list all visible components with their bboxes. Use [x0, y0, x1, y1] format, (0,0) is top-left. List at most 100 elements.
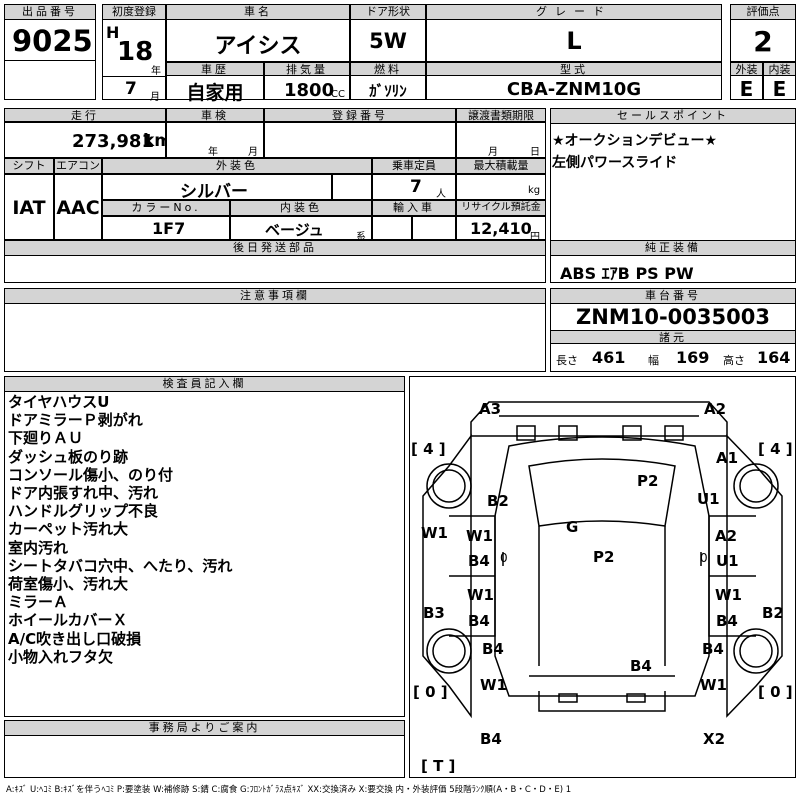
registration-month: 7 — [125, 79, 137, 99]
registration-year-unit: 年 — [151, 66, 161, 77]
notes-header: 注意事項欄 — [4, 288, 546, 304]
displacement-unit: CC — [331, 89, 345, 100]
mileage-unit: km — [143, 131, 173, 151]
diagram-label: B3 — [423, 604, 445, 622]
shift-header: シフト — [4, 158, 54, 174]
inspection-year-unit: 年 — [208, 147, 218, 158]
inspector-remarks-box — [4, 376, 405, 717]
usage-history: 自家用 — [186, 82, 244, 104]
length-label: 長さ — [556, 354, 578, 367]
sales-point-header: セールスポイント — [550, 108, 796, 124]
diagram-label: U1 — [716, 552, 739, 570]
remark-item: タイヤハウスU — [8, 393, 110, 411]
displacement: 1800 — [284, 80, 335, 101]
import-cell-b — [412, 216, 456, 240]
seating-capacity: 7 — [410, 177, 422, 197]
diagram-label: [ 0 ] — [413, 683, 448, 701]
inspector-remarks-header: 検査員記入欄 — [4, 376, 405, 392]
remark-item: ハンドルグリップ不良 — [8, 502, 159, 521]
diagram-label: B4 — [482, 640, 504, 658]
max-load-header: 最大積載量 — [456, 158, 546, 174]
import-cell-a — [372, 216, 412, 240]
remark-item: シートタバコ穴中、へたり、汚れ — [8, 556, 233, 575]
aircon-type: AAC — [56, 197, 100, 219]
car-name-header: 車名 — [166, 4, 350, 20]
diagram-label: B2 — [487, 492, 509, 510]
specs-header: 諸元 — [550, 330, 796, 344]
genuine-equipment-header: 純正装備 — [550, 240, 796, 256]
model-header: 型式 — [426, 62, 722, 76]
diagram-label: W1 — [700, 676, 727, 694]
remark-item: 下廻りＡＵ — [8, 429, 84, 448]
remark-item: コンソール傷小、のり付 — [8, 465, 174, 484]
diagram-label: [ T ] — [421, 757, 456, 775]
height-value: 164 — [757, 348, 791, 367]
aircon-cell — [54, 174, 102, 240]
registration-number-cell — [264, 122, 456, 158]
remark-item: ミラーＡ — [8, 593, 69, 612]
remark-item: 室内汚れ — [8, 538, 69, 557]
history-header: 車歴 — [166, 62, 264, 76]
width-label: 幅 — [648, 354, 659, 367]
interior-color-suffix: 系 — [356, 232, 366, 243]
capacity-header: 乗車定員 — [372, 158, 456, 174]
diagram-label: 0 — [700, 551, 708, 565]
diagram-label: W1 — [715, 586, 742, 604]
aircon-header: エアコン — [54, 158, 102, 174]
lot-number: 9025 — [12, 24, 93, 58]
chassis-header: 車台番号 — [550, 288, 796, 304]
max-load-cell — [456, 174, 546, 200]
damage-legend: A:ｷｽﾞ U:ﾍｺﾐ B:ｷｽﾞを伴うﾍｺﾐ P:要塗装 W:補修跡 S:錆 … — [6, 785, 572, 795]
remark-item: カーペット汚れ大 — [8, 520, 129, 539]
remark-item: 小物入れフタ欠 — [8, 647, 114, 666]
remark-item: ドア内張すれ中、汚れ — [8, 484, 159, 503]
displacement-header: 排気量 — [264, 62, 350, 76]
genuine-equipment: ABS ｴｱB PS PW — [560, 264, 694, 283]
inspection-header: 車検 — [166, 108, 264, 122]
diagram-label: A2 — [715, 527, 738, 545]
diagram-label: W1 — [466, 527, 493, 545]
diagram-label: X2 — [703, 730, 726, 748]
diagram-label: P2 — [637, 472, 659, 490]
remark-item: A/C吹き出し口破損 — [8, 629, 142, 648]
diagram-label: A3 — [479, 400, 502, 418]
interior-grade: E — [772, 77, 787, 101]
grade-header: グレード — [426, 4, 722, 20]
width-value: 169 — [676, 348, 710, 367]
remark-item: ホイールカバーＸ — [8, 611, 128, 630]
length-value: 461 — [592, 348, 626, 367]
transfer-deadline-header: 譲渡書類期限 — [456, 108, 546, 122]
diagram-label: W1 — [467, 586, 494, 604]
color-number-header: カラーNo. — [102, 200, 230, 216]
diagram-label: A1 — [716, 449, 739, 467]
diagram-label: [ 4 ] — [411, 440, 446, 458]
diagram-label: W1 — [480, 676, 507, 694]
interior-color: ベージュ — [265, 221, 324, 239]
exterior-grade: E — [739, 77, 754, 101]
model-code: CBA-ZNM10G — [506, 79, 642, 100]
exterior-color: シルバー — [180, 182, 248, 202]
mileage-cell — [4, 122, 166, 158]
remark-item: 荷室傷小、汚れ大 — [8, 575, 129, 594]
diagram-label: B2 — [762, 604, 784, 622]
score-header: 評価点 — [730, 4, 796, 20]
mileage: 273,981 — [72, 131, 154, 152]
door-type-header: ドア形状 — [350, 4, 426, 20]
diagram-label: G — [566, 518, 579, 536]
recycle-cell — [456, 216, 546, 240]
recycle-header: リサイクル預託金 — [456, 200, 546, 216]
inspection-month-unit: 月 — [248, 147, 258, 158]
fuel: ｶﾞｿﾘﾝ — [369, 82, 407, 100]
lot-number-header: 出品番号 — [4, 4, 96, 20]
diagram-label: B4 — [630, 657, 652, 675]
registration-number-header: 登録番号 — [264, 108, 456, 122]
office-notice-header: 事務局よりご案内 — [4, 720, 405, 736]
shift-cell — [4, 174, 54, 240]
registration-month-unit: 月 — [150, 92, 160, 103]
height-label: 高さ — [723, 354, 745, 367]
diagram-label: P2 — [593, 548, 615, 566]
exterior-color-header: 外装色 — [102, 158, 372, 174]
registration-year: 18 — [117, 37, 154, 67]
diagram-label: B4 — [702, 640, 724, 658]
diagram-label: B4 — [716, 612, 738, 630]
